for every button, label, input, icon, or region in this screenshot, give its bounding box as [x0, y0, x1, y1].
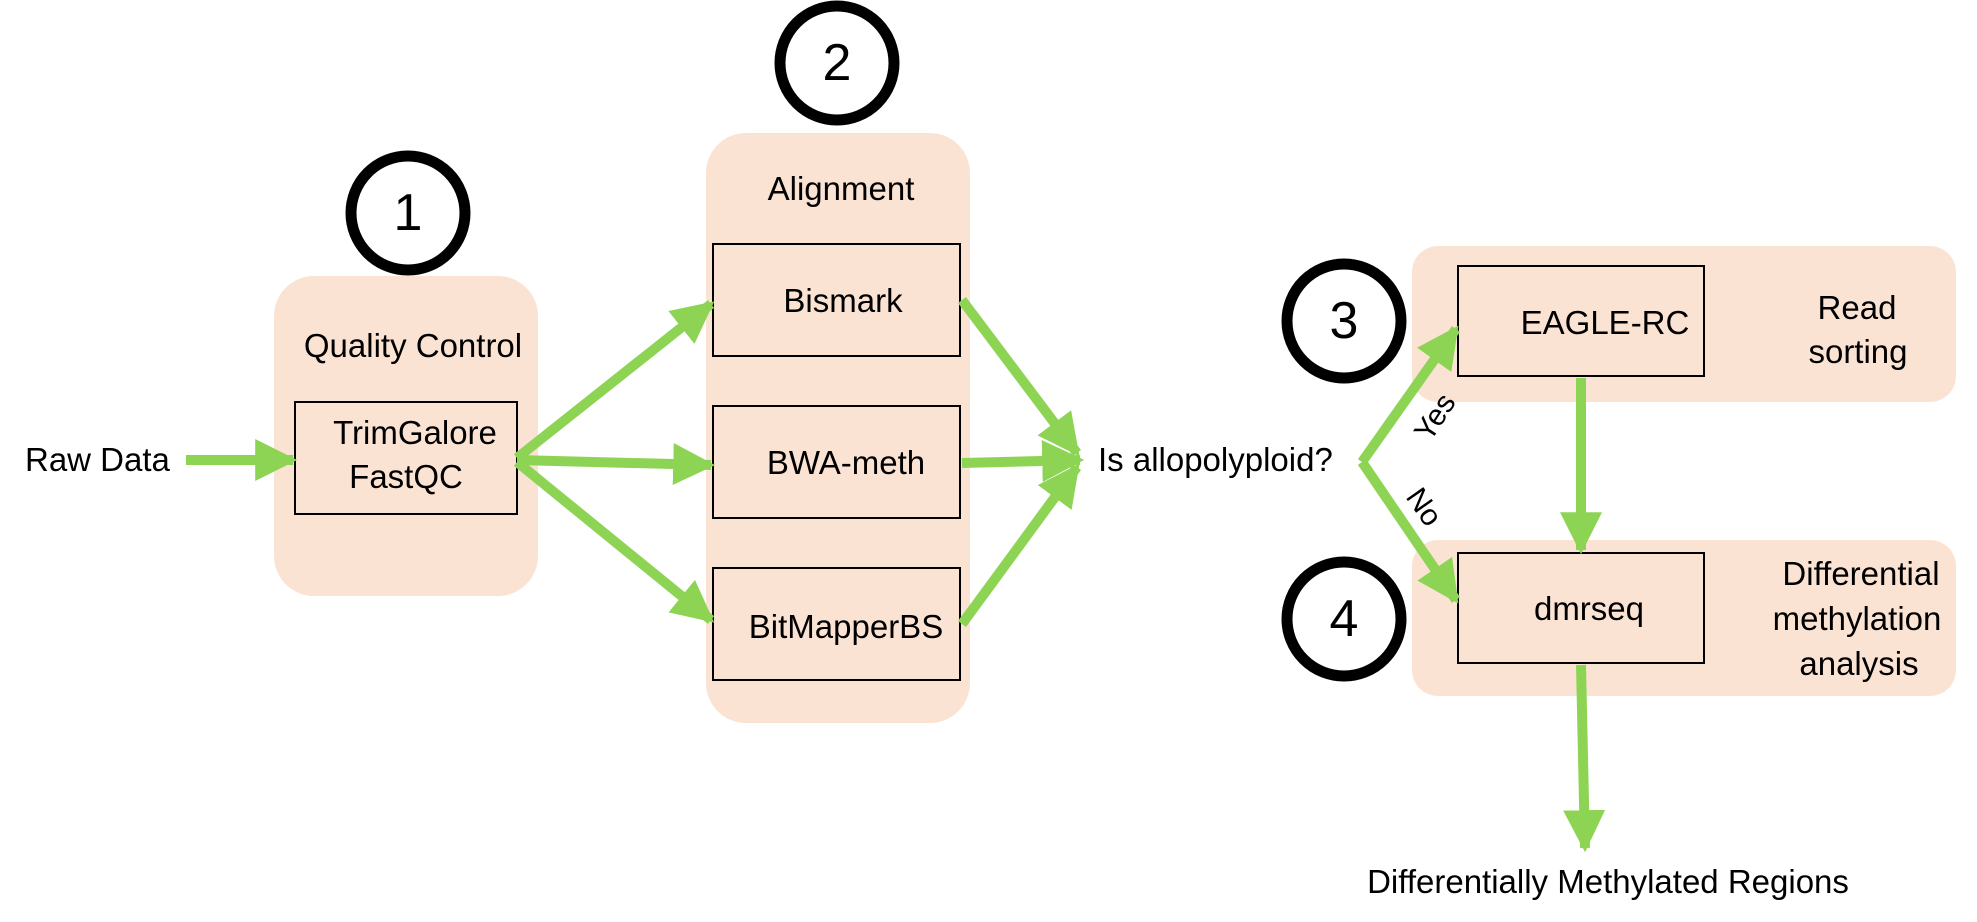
step-3-number: 3	[1330, 292, 1359, 350]
raw-data-label: Raw Data	[25, 441, 171, 478]
fastqc-label: FastQC	[349, 458, 463, 495]
quality-control-panel	[274, 276, 538, 596]
bwa-meth-label: BWA-meth	[767, 444, 925, 481]
step-4-number: 4	[1330, 590, 1359, 648]
arrow-qc-to-bwa-meth	[516, 443, 716, 486]
diff-methylation-title-line-2: methylation	[1773, 600, 1942, 637]
quality-control-title: Quality Control	[304, 327, 522, 364]
arrow-bismark-to-decision	[958, 296, 1081, 457]
arrow-decision-yes	[1357, 325, 1461, 465]
bismark-box	[712, 243, 961, 357]
read-sorting-title-line-1: Read	[1818, 289, 1897, 326]
read-sorting-title-line-2: sorting	[1808, 333, 1907, 370]
step-1-circle	[345, 150, 471, 276]
arrow-dmrseq-to-output	[1563, 664, 1606, 853]
read-sorting-panel	[1412, 246, 1956, 402]
trimgalore-label: TrimGalore	[333, 414, 497, 451]
dmrseq-label: dmrseq	[1534, 590, 1644, 627]
decision-question: Is allopolyploid?	[1098, 441, 1333, 478]
bismark-label: Bismark	[783, 282, 903, 319]
arrow-bitmapperbs-to-decision	[957, 463, 1082, 627]
arrows-group	[186, 296, 1606, 853]
eagle-rc-label: EAGLE-RC	[1521, 304, 1690, 341]
arrow-decision-no	[1357, 459, 1461, 604]
step-2-circle	[774, 0, 900, 126]
eagle-rc-box	[1457, 265, 1705, 377]
alignment-title: Alignment	[768, 170, 915, 207]
differential-methylation-panel	[1412, 540, 1956, 696]
step-3-circle	[1281, 258, 1407, 384]
step-4-circle	[1281, 556, 1407, 682]
output-label: Differentially Methylated Regions	[1367, 863, 1849, 900]
step-1-number: 1	[394, 184, 423, 242]
bitmapperbs-box	[712, 567, 961, 681]
arrow-bwa-meth-to-decision	[961, 439, 1085, 482]
step-2-number: 2	[823, 34, 852, 92]
arrow-qc-to-bitmapperbs	[513, 458, 715, 624]
diff-methylation-title-line-1: Differential	[1782, 555, 1939, 592]
arrow-qc-to-bismark	[513, 300, 715, 462]
bitmapperbs-label: BitMapperBS	[749, 608, 943, 645]
diff-methylation-title-line-3: analysis	[1799, 645, 1918, 682]
alignment-panel	[706, 133, 970, 723]
